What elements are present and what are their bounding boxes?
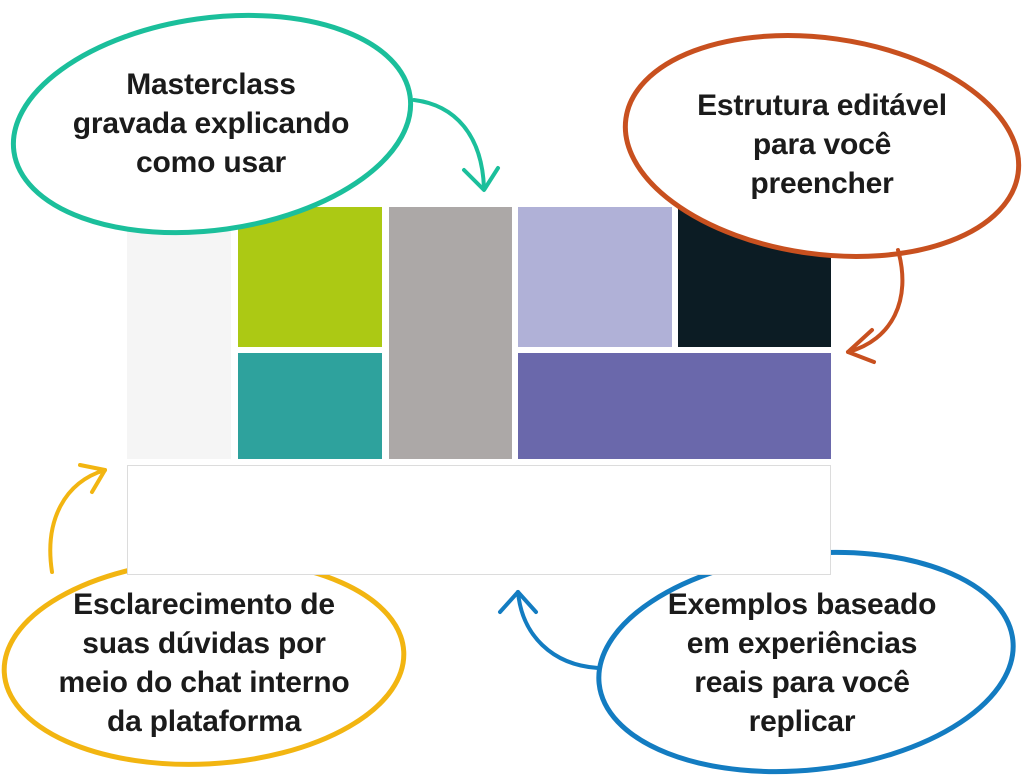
curved-arrow-icon [412, 98, 500, 192]
callout-masterclass-text: Masterclass gravada explicando como usar [72, 68, 350, 179]
left-panel-block [127, 207, 231, 459]
lime-block [238, 207, 382, 347]
callout-estrutura-text: Estrutura editável para você preencher [697, 89, 947, 200]
purple-block [518, 353, 831, 459]
curved-arrow-icon [498, 590, 600, 670]
curved-arrow-icon [48, 463, 107, 574]
teal-block [238, 353, 382, 459]
callout-exemplos-text: Exemplos baseado em experiências reais p… [667, 588, 937, 738]
gray-block [389, 207, 512, 459]
callout-esclarecimento-text: Esclarecimento de suas dúvidas por meio … [58, 588, 350, 738]
lavender-block [518, 207, 672, 347]
curved-arrow-icon [846, 248, 905, 364]
callout-masterclass-ellipse [10, 12, 414, 236]
callout-estrutura-ellipse [622, 33, 1022, 259]
bottom-content-box [127, 465, 831, 575]
